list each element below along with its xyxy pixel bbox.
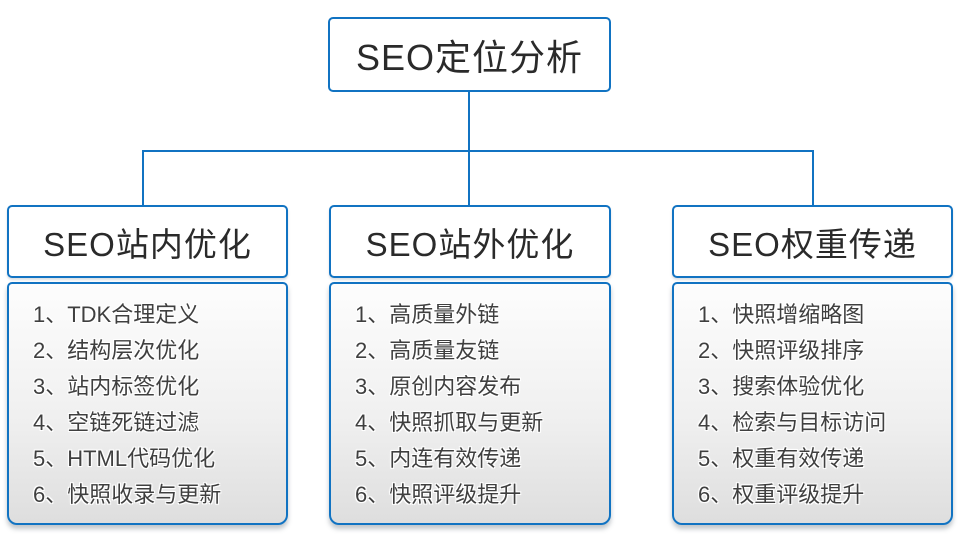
branch-onsite: SEO站内优化 1、TDK合理定义 2、结构层次优化 3、站内标签优化 4、空链… [7,205,288,525]
list-item: 2、高质量友链 [355,338,500,363]
list-item: 6、快照评级提升 [355,482,522,507]
branch-weight-title-box: SEO权重传递 [672,205,953,278]
branch-offsite-list: 1、高质量外链 2、高质量友链 3、原创内容发布 4、快照抓取与更新 5、内连有… [329,282,611,525]
branch-offsite: SEO站外优化 1、高质量外链 2、高质量友链 3、原创内容发布 4、快照抓取与… [329,205,611,525]
list-item: 1、TDK合理定义 [33,302,200,327]
list-item: 2、快照评级排序 [698,338,865,363]
root-title: SEO定位分析 [355,36,584,78]
connector-horizontal [142,150,814,152]
list-item: 6、权重评级提升 [698,482,865,507]
branch-onsite-list: 1、TDK合理定义 2、结构层次优化 3、站内标签优化 4、空链死链过滤 5、H… [7,282,288,525]
branch-title: SEO站外优化 [365,225,575,263]
list-item: 3、原创内容发布 [355,374,522,399]
list-item: 5、权重有效传递 [698,446,865,471]
list-item: 6、快照收录与更新 [33,482,222,507]
list-item: 4、检索与目标访问 [698,410,887,435]
list-item: 1、快照增缩略图 [698,302,865,327]
connector-root-vertical [468,92,470,206]
list-item: 3、搜索体验优化 [698,374,865,399]
branch-offsite-title-box: SEO站外优化 [329,205,611,278]
list-item: 4、快照抓取与更新 [355,410,544,435]
list-item: 2、结构层次优化 [33,338,200,363]
root-node: SEO定位分析 [328,17,611,92]
list-item: 1、高质量外链 [355,302,500,327]
branch-weight-list: 1、快照增缩略图 2、快照评级排序 3、搜索体验优化 4、检索与目标访问 5、权… [672,282,953,525]
connector-right-drop [812,150,814,206]
branch-onsite-title-box: SEO站内优化 [7,205,288,278]
branch-title: SEO站内优化 [43,225,252,263]
branch-weight: SEO权重传递 1、快照增缩略图 2、快照评级排序 3、搜索体验优化 4、检索与… [672,205,953,525]
list-item: 5、HTML代码优化 [33,446,216,471]
branch-title: SEO权重传递 [708,225,917,263]
list-item: 4、空链死链过滤 [33,410,200,435]
list-item: 3、站内标签优化 [33,374,200,399]
list-item: 5、内连有效传递 [355,446,522,471]
connector-left-drop [142,150,144,206]
